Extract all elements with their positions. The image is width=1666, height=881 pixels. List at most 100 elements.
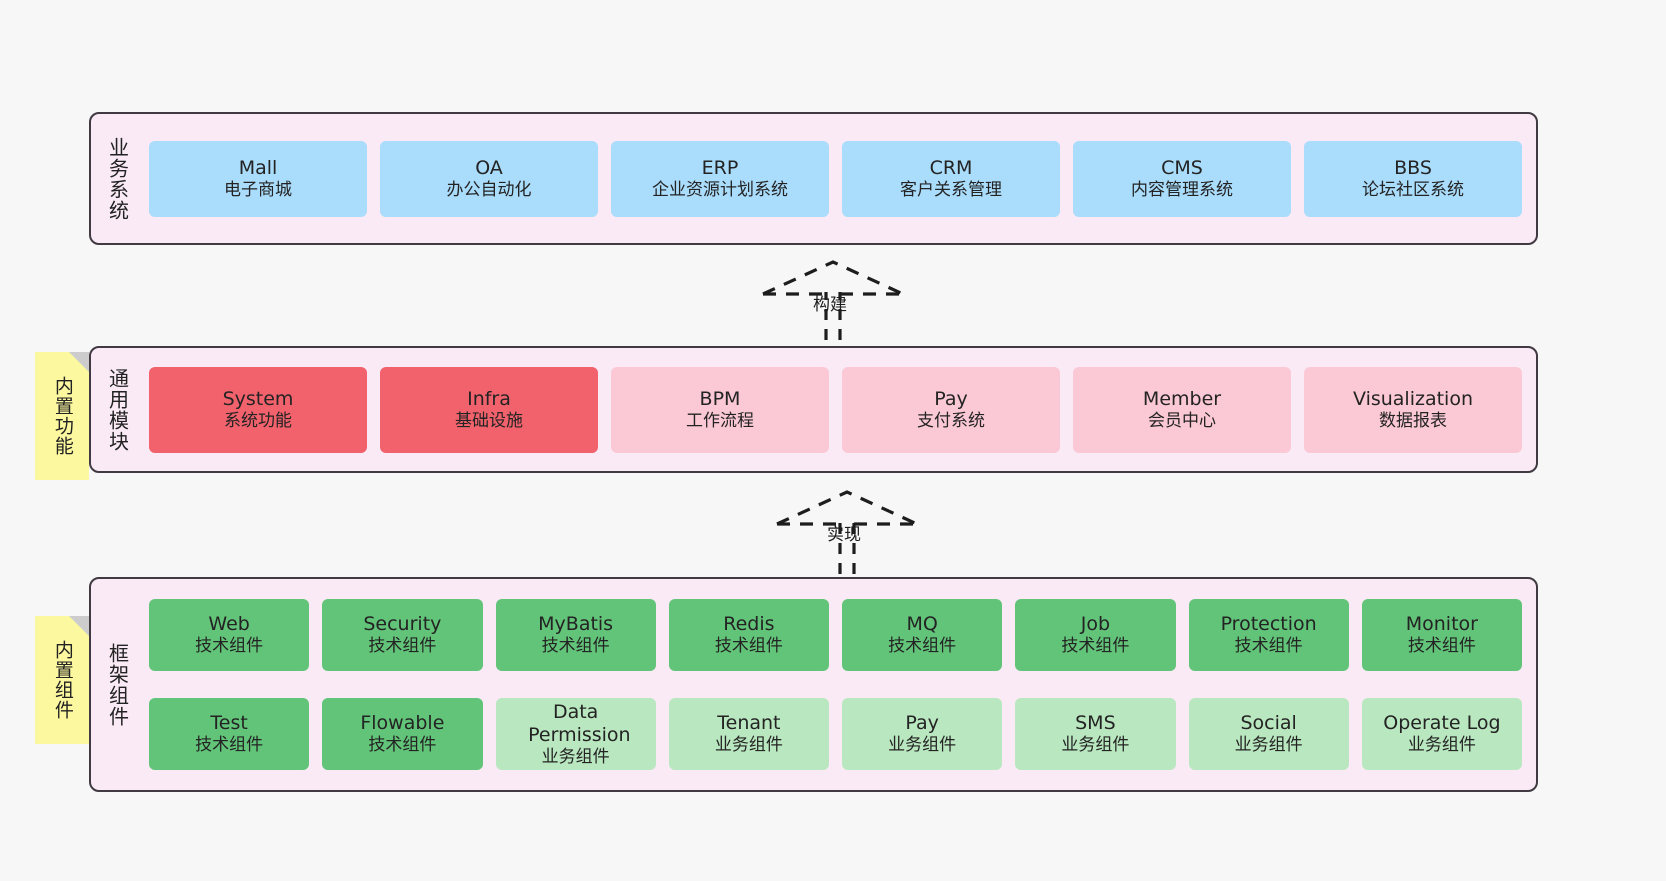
sticky-note-builtin-component[interactable]: 内置组件 — [35, 616, 89, 744]
node-title: Visualization — [1352, 387, 1473, 410]
node-pay[interactable]: Pay 支付系统 — [842, 366, 1060, 453]
node-subtitle: 电子商城 — [224, 179, 292, 200]
node-member[interactable]: Member 会员中心 — [1073, 366, 1291, 453]
node-subtitle: 技术组件 — [541, 635, 610, 656]
sticky-note-label: 内置功能 — [51, 376, 74, 456]
node-subtitle: 支付系统 — [917, 410, 985, 431]
node-title: Security — [363, 612, 442, 635]
node-title: Flowable — [360, 712, 445, 735]
node-subtitle: 技术组件 — [368, 735, 437, 756]
node-pay-component[interactable]: Pay 业务组件 — [842, 698, 1003, 771]
generalization-arrow-icon — [762, 260, 904, 340]
node-redis[interactable]: Redis 技术组件 — [668, 598, 829, 671]
node-bbs[interactable]: BBS 论坛社区系统 — [1304, 140, 1522, 217]
node-test[interactable]: Test 技术组件 — [149, 698, 310, 771]
node-subtitle: 技术组件 — [714, 635, 783, 656]
connector-label-build: 构建 — [813, 295, 847, 315]
node-title: MQ — [906, 612, 938, 635]
node-title: Operate Log — [1383, 712, 1501, 735]
node-tenant[interactable]: Tenant 业务组件 — [668, 698, 829, 771]
layer-title-common-modules: 通用模块 — [105, 367, 130, 452]
node-job[interactable]: Job 技术组件 — [1015, 598, 1176, 671]
node-title: Job — [1080, 612, 1111, 635]
layer-framework-components[interactable]: 框架组件 Web 技术组件 Security 技术组件 MyBatis 技术组件… — [89, 577, 1538, 792]
node-title: BPM — [699, 387, 741, 410]
node-title: Monitor — [1405, 612, 1478, 635]
node-row: System 系统功能 Infra 基础设施 BPM 工作流程 Pay 支付系统… — [149, 348, 1522, 471]
node-title: CMS — [1161, 156, 1203, 179]
node-title: Pay — [905, 712, 939, 735]
layer-business-systems[interactable]: 业务系统 Mall 电子商城 OA 办公自动化 ERP 企业资源计划系统 CRM… — [89, 112, 1538, 245]
node-subtitle: 客户关系管理 — [900, 179, 1002, 200]
node-erp[interactable]: ERP 企业资源计划系统 — [611, 140, 829, 217]
node-monitor[interactable]: Monitor 技术组件 — [1361, 598, 1522, 671]
layer-body-business-systems: Mall 电子商城 OA 办公自动化 ERP 企业资源计划系统 CRM 客户关系… — [143, 114, 1536, 243]
node-title: Test — [210, 712, 248, 735]
layer-common-modules[interactable]: 通用模块 System 系统功能 Infra 基础设施 BPM 工作流程 Pay… — [89, 346, 1538, 473]
node-subtitle: 会员中心 — [1148, 410, 1216, 431]
node-web[interactable]: Web 技术组件 — [149, 598, 310, 671]
node-title: Pay — [934, 387, 968, 410]
node-subtitle: 系统功能 — [224, 410, 292, 431]
node-subtitle: 技术组件 — [368, 635, 437, 656]
node-subtitle: 业务组件 — [1407, 735, 1476, 756]
connector-label-implement: 实现 — [827, 525, 861, 545]
node-crm[interactable]: CRM 客户关系管理 — [842, 140, 1060, 217]
node-mall[interactable]: Mall 电子商城 — [149, 140, 367, 217]
node-security[interactable]: Security 技术组件 — [322, 598, 483, 671]
node-row: Mall 电子商城 OA 办公自动化 ERP 企业资源计划系统 CRM 客户关系… — [149, 114, 1522, 243]
node-title: OA — [475, 156, 503, 179]
node-title: ERP — [701, 156, 739, 179]
node-infra[interactable]: Infra 基础设施 — [380, 366, 598, 453]
layer-title-business-systems: 业务系统 — [105, 136, 130, 221]
node-subtitle: 技术组件 — [195, 735, 264, 756]
node-sms[interactable]: SMS 业务组件 — [1015, 698, 1176, 771]
connector-implement: 实现 — [772, 488, 922, 576]
node-social[interactable]: Social 业务组件 — [1188, 698, 1349, 771]
node-title: Protection — [1220, 612, 1317, 635]
node-title: Data Permission — [528, 700, 631, 746]
node-title: BBS — [1394, 156, 1432, 179]
node-subtitle: 业务组件 — [1061, 735, 1130, 756]
node-title: Social — [1240, 712, 1297, 735]
node-title: System — [222, 387, 294, 410]
node-subtitle: 技术组件 — [1234, 635, 1303, 656]
node-title: Tenant — [717, 712, 781, 735]
node-system[interactable]: System 系统功能 — [149, 366, 367, 453]
node-subtitle: 论坛社区系统 — [1362, 179, 1464, 200]
node-subtitle: 业务组件 — [1234, 735, 1303, 756]
node-subtitle: 工作流程 — [686, 410, 754, 431]
node-title: Web — [208, 612, 250, 635]
node-flowable[interactable]: Flowable 技术组件 — [322, 698, 483, 771]
node-cms[interactable]: CMS 内容管理系统 — [1073, 140, 1291, 217]
node-mq[interactable]: MQ 技术组件 — [842, 598, 1003, 671]
layer-title-framework-components: 框架组件 — [105, 642, 130, 727]
node-visualization[interactable]: Visualization 数据报表 — [1304, 366, 1522, 453]
node-title: SMS — [1075, 712, 1116, 735]
node-subtitle: 业务组件 — [541, 747, 610, 768]
node-row: Test 技术组件 Flowable 技术组件 Data Permission … — [149, 689, 1522, 781]
node-operate-log[interactable]: Operate Log 业务组件 — [1361, 698, 1522, 771]
node-oa[interactable]: OA 办公自动化 — [380, 140, 598, 217]
node-data-permission[interactable]: Data Permission 业务组件 — [495, 698, 656, 771]
node-title: MyBatis — [538, 612, 614, 635]
node-title: Mall — [238, 156, 278, 179]
node-subtitle: 数据报表 — [1379, 410, 1447, 431]
node-protection[interactable]: Protection 技术组件 — [1188, 598, 1349, 671]
node-subtitle: 技术组件 — [1407, 635, 1476, 656]
sticky-note-builtin-function[interactable]: 内置功能 — [35, 352, 89, 480]
node-subtitle: 业务组件 — [888, 735, 957, 756]
node-title: CRM — [929, 156, 973, 179]
node-subtitle: 企业资源计划系统 — [652, 179, 788, 200]
node-bpm[interactable]: BPM 工作流程 — [611, 366, 829, 453]
node-title: Infra — [467, 387, 511, 410]
node-title: Member — [1142, 387, 1222, 410]
generalization-arrow-icon — [776, 490, 918, 574]
node-mybatis[interactable]: MyBatis 技术组件 — [495, 598, 656, 671]
sticky-note-label: 内置组件 — [51, 640, 74, 720]
connector-build: 构建 — [758, 258, 908, 346]
node-title: Redis — [723, 612, 775, 635]
node-subtitle: 业务组件 — [714, 735, 783, 756]
node-row: Web 技术组件 Security 技术组件 MyBatis 技术组件 Redi… — [149, 589, 1522, 681]
